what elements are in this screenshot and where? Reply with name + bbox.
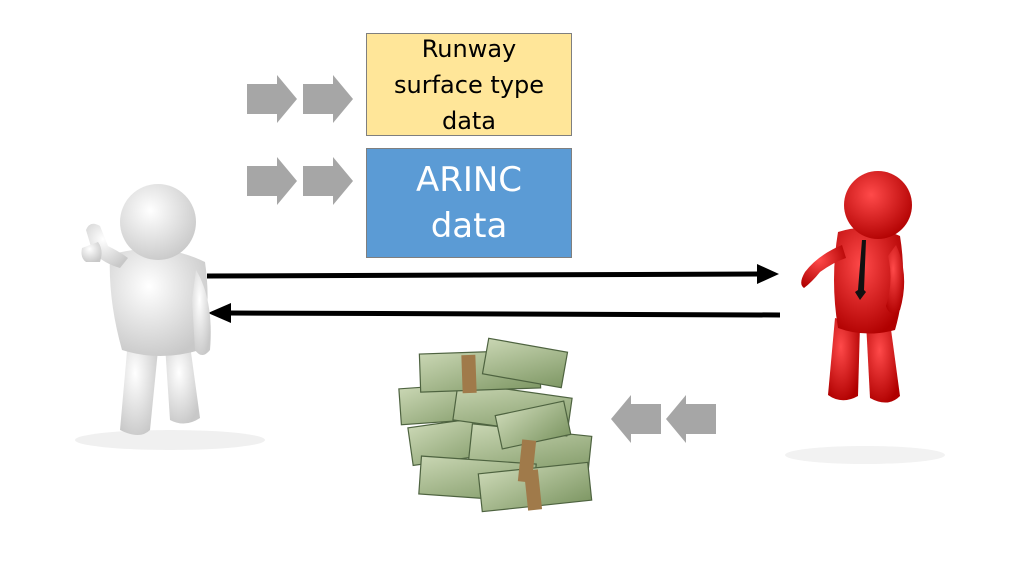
runway-box-line-3: data xyxy=(441,106,497,135)
arinc-box-line-2: data xyxy=(430,206,508,246)
arinc-box-line-1: ARINC xyxy=(415,160,523,200)
runway-box-line-1: Runway xyxy=(421,34,517,63)
white-person-thumbs-up-icon xyxy=(75,184,265,450)
chevron-left-icon-pair xyxy=(611,395,716,443)
red-person-with-tie-icon xyxy=(785,171,945,464)
cash-stack-icon xyxy=(398,337,593,513)
runway-surface-type-data-box: Runway surface type data xyxy=(366,33,572,136)
chevron-right-icon-pair-middle xyxy=(247,157,353,205)
arrow-left-long xyxy=(208,303,781,323)
arrow-right-long xyxy=(206,264,779,284)
chevron-right-icon-pair-top xyxy=(247,75,353,123)
runway-box-line-2: surface type xyxy=(394,70,544,99)
arinc-data-box: ARINC data xyxy=(366,148,572,258)
